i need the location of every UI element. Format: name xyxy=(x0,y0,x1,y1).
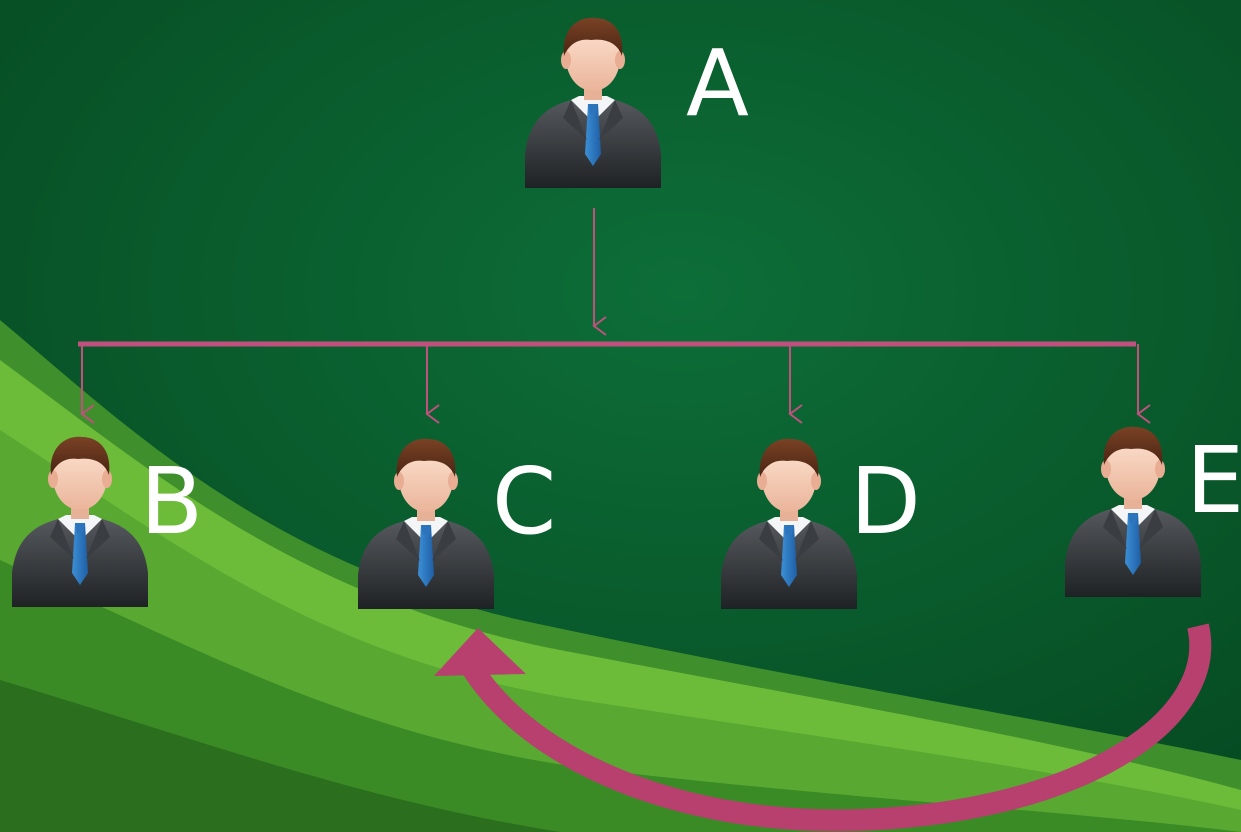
curved-arrow-e-to-c xyxy=(434,623,1212,832)
node-a-label: A xyxy=(686,30,749,137)
node-b: B xyxy=(12,436,203,607)
node-e-label: E xyxy=(1186,427,1241,534)
node-a: A xyxy=(525,17,749,188)
node-d: D xyxy=(721,438,921,609)
node-c: C xyxy=(358,438,556,609)
node-d-label: D xyxy=(850,448,921,555)
node-b-label: B xyxy=(140,448,203,555)
connector-lines xyxy=(78,208,1151,424)
node-e: E xyxy=(1065,426,1241,597)
node-c-label: C xyxy=(492,448,556,555)
background-wave xyxy=(0,320,1241,832)
